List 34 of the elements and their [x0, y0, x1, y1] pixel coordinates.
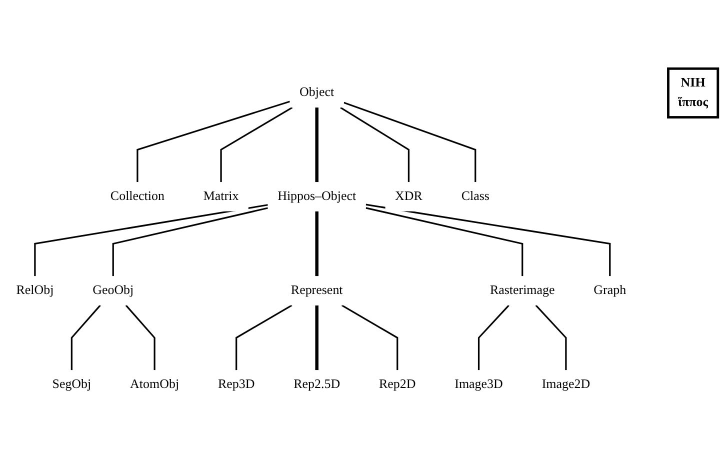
node-text: GeoObj — [92, 283, 134, 298]
node-text: Represent — [290, 283, 343, 298]
node-text: Rep2D — [378, 377, 416, 392]
node-text: Object — [300, 86, 334, 100]
node-text: Image3D — [454, 377, 503, 392]
connector — [315, 211, 318, 276]
connector — [315, 305, 318, 370]
connector — [125, 304, 156, 370]
connector — [136, 100, 290, 182]
connector — [315, 108, 318, 182]
connector — [220, 106, 293, 182]
node-text: Graph — [594, 283, 626, 298]
node-text: SegObj — [52, 377, 92, 392]
node-text: Hippos–Object — [278, 189, 356, 204]
connector — [112, 207, 268, 276]
connector — [70, 304, 101, 370]
connector — [34, 204, 268, 276]
connector — [344, 102, 476, 182]
node-box: NIH ἵππος — [667, 67, 720, 118]
connector — [341, 304, 398, 370]
node-text: Rep2.5D — [294, 377, 340, 392]
node-text: Rep3D — [218, 377, 255, 392]
connector — [478, 304, 510, 370]
connector — [236, 304, 292, 370]
connector — [340, 106, 410, 182]
connector — [366, 204, 611, 276]
node-text: AtomObj — [130, 377, 180, 392]
connector — [535, 304, 567, 370]
connector — [366, 207, 524, 276]
node-text: Collection — [110, 189, 164, 204]
node-text: Image2D — [542, 377, 590, 392]
node-text: Rasterimage — [490, 283, 555, 298]
node-text: RelObj — [16, 283, 54, 298]
node-text: Class — [461, 189, 490, 204]
